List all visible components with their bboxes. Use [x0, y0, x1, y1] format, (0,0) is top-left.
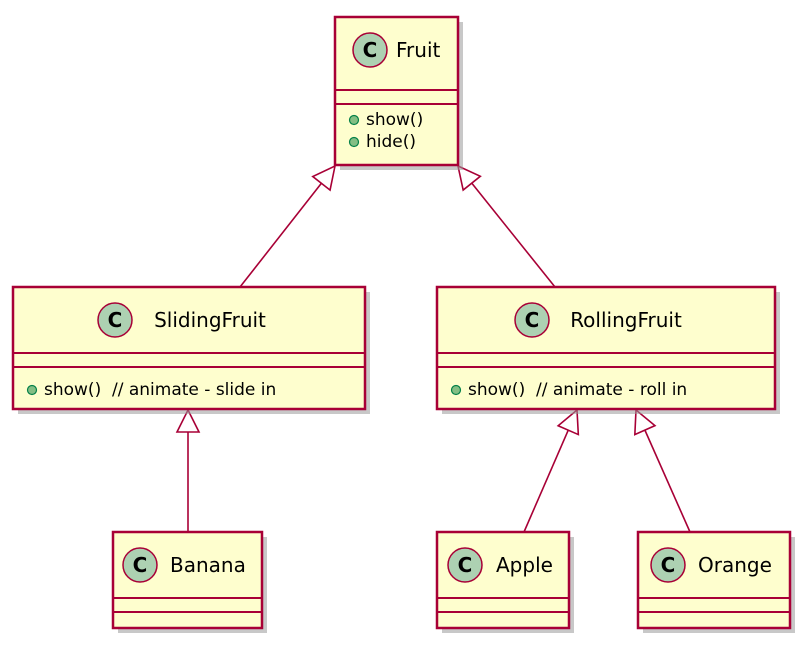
edge-line: [239, 182, 323, 288]
extends-edge-apple-to-rolling: [523, 408, 580, 533]
public-visibility-icon: [348, 136, 360, 148]
class-type-icon: [514, 302, 550, 338]
method-label: show() // animate - roll in: [468, 380, 687, 400]
classes: C Fruit show()hide() C SlidingFruit show() //…: [11, 15, 795, 633]
method-label: show(): [366, 110, 423, 130]
extends-edge-rolling-to-fruit: [456, 164, 556, 288]
class-box: [11, 285, 367, 411]
class-name: Orange: [698, 553, 772, 577]
edge-line: [644, 429, 691, 533]
class-box: [435, 285, 777, 411]
extends-edge-sliding-to-fruit: [239, 164, 337, 288]
class-type-letter: C: [525, 308, 540, 332]
class-fruit[interactable]: C Fruit show()hide(): [333, 15, 463, 170]
class-type-letter: C: [108, 308, 123, 332]
inheritance-edges: [175, 164, 691, 533]
method-label: show() // animate - slide in: [44, 380, 276, 400]
class-name: Banana: [170, 553, 246, 577]
class-apple[interactable]: C Apple: [435, 530, 574, 633]
class-name: Apple: [496, 553, 553, 577]
class-name: RollingFruit: [570, 308, 682, 332]
class-sliding[interactable]: C SlidingFruit show() // animate - slide i…: [11, 285, 370, 414]
method-label: hide(): [366, 132, 416, 152]
extends-edge-banana-to-sliding: [175, 408, 201, 532]
class-type-letter: C: [458, 553, 473, 577]
class-type-letter: C: [133, 553, 148, 577]
class-type-letter: C: [363, 38, 378, 62]
class-type-icon: [447, 547, 483, 583]
edge-line: [471, 182, 556, 288]
class-name: SlidingFruit: [154, 308, 266, 332]
class-rolling[interactable]: C RollingFruit show() // animate - roll in: [435, 285, 780, 414]
public-visibility-icon: [26, 384, 38, 396]
inheritance-arrowhead: [311, 164, 337, 192]
inheritance-arrowhead: [633, 408, 657, 436]
inheritance-arrowhead: [556, 408, 580, 436]
class-type-icon: [650, 547, 686, 583]
class-banana[interactable]: C Banana: [111, 530, 267, 633]
class-type-letter: C: [661, 553, 676, 577]
class-type-icon: [122, 547, 158, 583]
edge-line: [523, 429, 569, 533]
class-type-icon: [97, 302, 133, 338]
class-orange[interactable]: C Orange: [636, 530, 795, 633]
public-visibility-icon: [348, 114, 360, 126]
inheritance-arrowhead: [175, 408, 201, 433]
class-type-icon: [352, 32, 388, 68]
public-visibility-icon: [450, 384, 462, 396]
extends-edge-orange-to-rolling: [633, 408, 691, 533]
inheritance-arrowhead: [456, 164, 482, 192]
class-name: Fruit: [396, 38, 441, 62]
